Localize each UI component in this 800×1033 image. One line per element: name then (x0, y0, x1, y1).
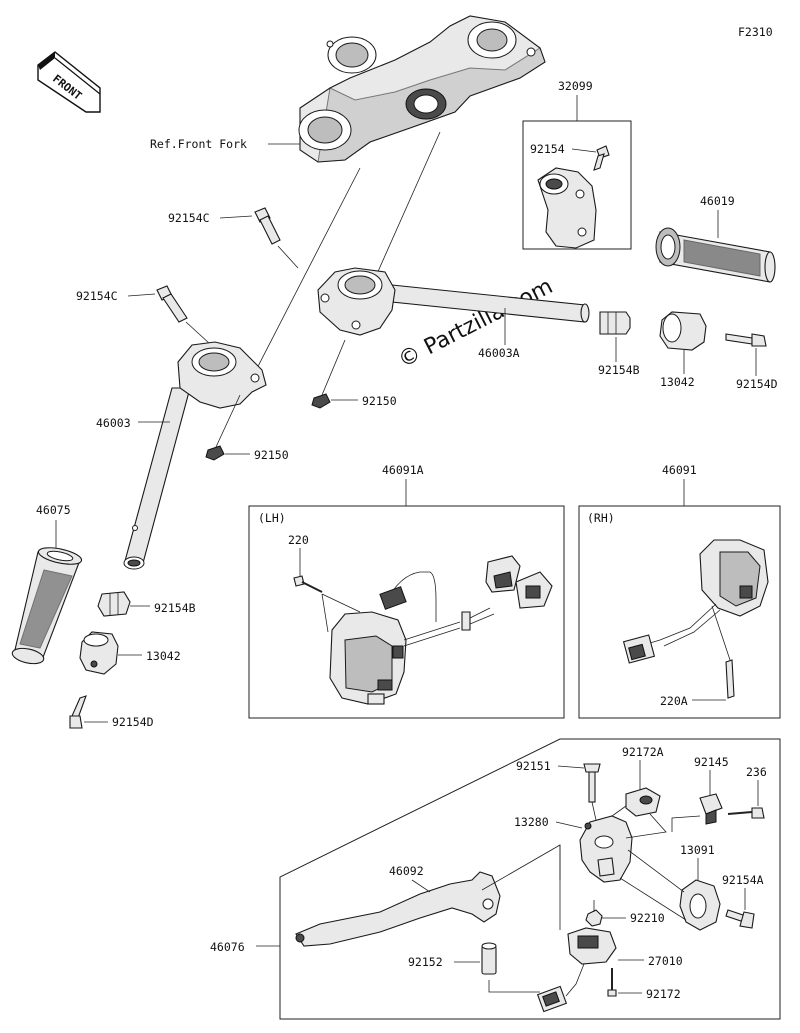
rh-switch-box (578, 505, 781, 719)
clamp-13091 (679, 879, 721, 931)
callout-92172: 92172 (646, 987, 681, 1001)
weight-92154B-right (599, 311, 631, 335)
callout-220A: 220A (660, 694, 688, 708)
callout-92154D-l: 92154D (112, 715, 154, 729)
callout-13042-r: 13042 (660, 375, 695, 389)
callout-92150-b: 92150 (254, 448, 289, 462)
clutch-switch-27010 (536, 927, 617, 1013)
rh-switch-assembly (622, 539, 769, 699)
left-grip (11, 547, 83, 665)
front-arrow-icon: FRONT (37, 51, 101, 113)
bolt-92154A (725, 909, 755, 929)
callout-46076: 46076 (210, 940, 245, 954)
bolt-92154D-left (69, 695, 87, 729)
callout-46092: 46092 (389, 864, 424, 878)
throttle-housing (537, 145, 610, 249)
callout-220: 220 (288, 533, 309, 547)
weight-92154B-left (97, 591, 131, 617)
spring-92145 (699, 793, 723, 825)
screw-236 (727, 807, 765, 819)
right-handlebar (317, 267, 590, 336)
callout-92172A: 92172A (622, 745, 664, 759)
callout-92151: 92151 (516, 759, 551, 773)
callout-92154A: 92154A (722, 873, 764, 887)
callout-13280: 13280 (514, 815, 549, 829)
callout-92154C-a: 92154C (168, 211, 210, 225)
callout-13091: 13091 (680, 843, 715, 857)
clutch-lever (295, 871, 501, 947)
lh-switch-box (248, 505, 565, 719)
screw-92172A (625, 787, 661, 817)
callout-92145: 92145 (694, 755, 729, 769)
throttle-grip (655, 227, 776, 283)
callout-46003A: 46003A (478, 346, 520, 360)
bar-end-13042-left (79, 631, 119, 675)
callout-92150-a: 92150 (362, 394, 397, 408)
lh-switch-assembly (293, 555, 553, 705)
clutch-perch (579, 815, 633, 883)
callout-92154B-l: 92154B (154, 601, 196, 615)
screw-92172 (607, 968, 617, 997)
callout-92154D-r: 92154D (736, 377, 778, 391)
ref-front-fork-label: Ref.Front Fork (150, 137, 247, 151)
callout-27010: 27010 (648, 954, 683, 968)
bar-end-13042-right (659, 311, 707, 351)
callout-46075: 46075 (36, 503, 71, 517)
left-handlebar (123, 341, 267, 570)
callout-13042-l: 13042 (146, 649, 181, 663)
bolt-92154D-right (725, 333, 767, 347)
bolt-92154C-b (156, 285, 188, 323)
callout-46091: 46091 (662, 463, 697, 477)
upper-triple-clamp (298, 15, 546, 163)
callout-46091A: 46091A (382, 463, 424, 477)
callout-236: 236 (746, 765, 767, 779)
callout-46019: 46019 (700, 194, 735, 208)
collar-92152 (481, 942, 497, 975)
callout-46003: 46003 (96, 416, 131, 430)
rh-label: (RH) (587, 511, 615, 525)
callout-32099: 32099 (558, 79, 593, 93)
callout-92154C-b: 92154C (76, 289, 118, 303)
lh-label: (LH) (258, 511, 286, 525)
bolt-92151 (583, 763, 601, 821)
callout-92154B-r: 92154B (598, 363, 640, 377)
callout-92210: 92210 (630, 911, 665, 925)
figure-code: F2310 (738, 25, 773, 39)
callout-92154-top: 92154 (530, 142, 565, 156)
callout-92152: 92152 (408, 955, 443, 969)
clutch-assembly-box (279, 738, 781, 1020)
bolt-92154C-a (254, 207, 281, 245)
bolt-92150-a (311, 339, 346, 409)
nut-92210 (585, 909, 603, 927)
bolt-92150-b (205, 394, 241, 461)
